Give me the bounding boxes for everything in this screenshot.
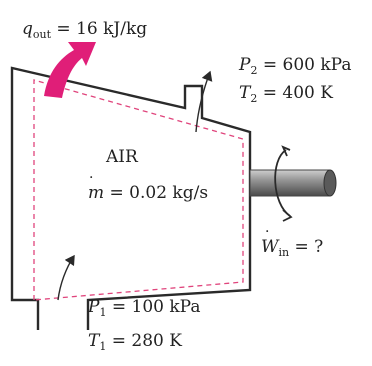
work-in-dot: · <box>265 224 269 240</box>
mass-flow-dot: · <box>89 170 93 186</box>
inlet-flow-arrow <box>57 254 75 301</box>
outlet-temperature-label: T2 = 400 K <box>239 83 333 105</box>
heat-out-arrow <box>44 42 96 98</box>
rotation-arrow <box>274 145 293 222</box>
mass-flow-label: m = 0.02 kg/s <box>88 183 208 203</box>
heat-out-label: qout = 16 kJ/kg <box>22 19 147 41</box>
work-in-label: Win = ? <box>261 237 323 259</box>
inlet-pressure-label: P1 = 100 kPa <box>87 297 200 319</box>
outlet-pressure-label: P2 = 600 kPa <box>238 55 351 77</box>
compressor-outline <box>10 66 252 330</box>
shaft <box>249 169 337 197</box>
inlet-temperature-label: T1 = 280 K <box>88 331 182 353</box>
control-volume-boundary <box>33 79 244 301</box>
outlet-flow-arrow <box>195 70 213 133</box>
working-fluid-label: AIR <box>105 147 139 167</box>
